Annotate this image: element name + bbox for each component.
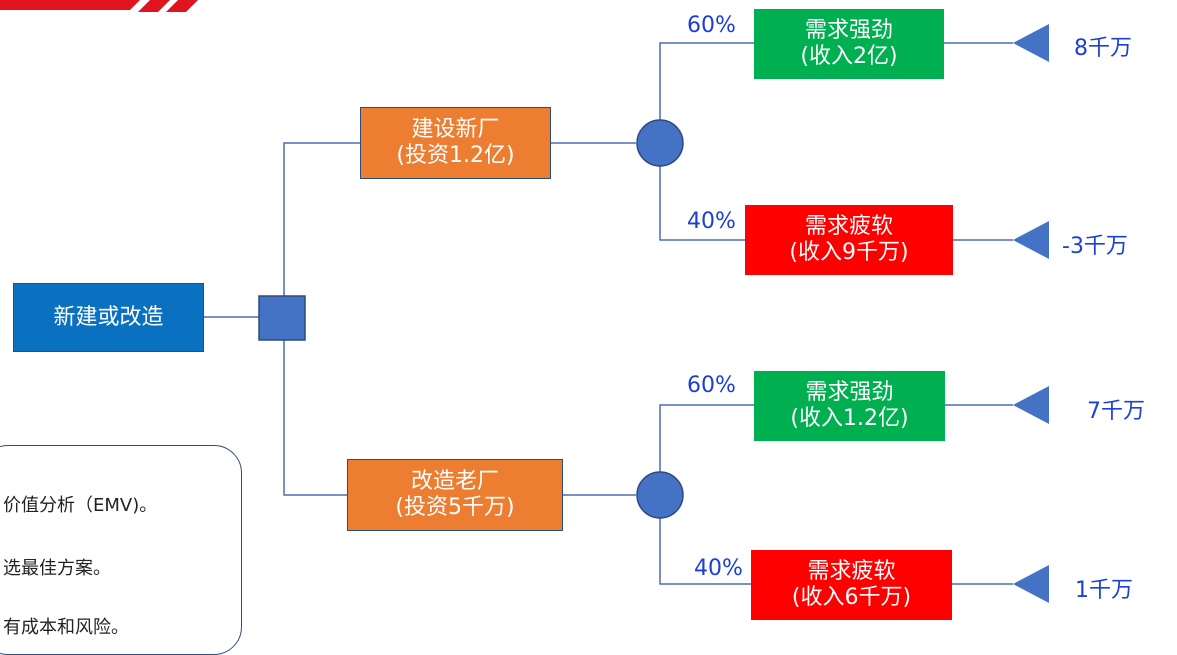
option-node-investment: (投资5千万)	[395, 495, 515, 520]
note-line: 有成本和风险。	[3, 617, 129, 638]
outcome-node-strong-demand: 需求强劲 (收入2亿)	[754, 9, 944, 79]
payoff-label: 1千万	[1075, 578, 1133, 603]
connector-lines	[204, 42, 1013, 585]
note-line: 选最佳方案。	[3, 558, 111, 579]
note-line: 价值分析（EMV)。	[3, 495, 158, 516]
decision-tree	[204, 24, 1049, 603]
end-node	[1013, 565, 1049, 603]
notes-panel: 价值分析（EMV)。 选最佳方案。 有成本和风险。	[0, 445, 242, 655]
probability-label: 40%	[694, 556, 743, 581]
probability-label: 60%	[687, 373, 736, 398]
payoff-label: 7千万	[1087, 399, 1145, 424]
chance-node	[636, 471, 684, 519]
outcome-node-revenue: (收入9千万)	[789, 240, 909, 265]
outcome-node-weak-demand: 需求疲软 (收入6千万)	[751, 550, 952, 620]
option-node-investment: (投资1.2亿)	[396, 143, 515, 168]
root-node-label: 新建或改造	[53, 304, 164, 330]
probability-label: 60%	[687, 13, 736, 38]
option-node-title: 建设新厂	[411, 117, 500, 142]
end-node	[1013, 386, 1049, 424]
outcome-node-revenue: (收入1.2亿)	[790, 406, 909, 431]
probability-label: 40%	[687, 209, 736, 234]
outcome-node-revenue: (收入2亿)	[800, 44, 898, 69]
chance-node	[636, 119, 684, 167]
end-node	[1013, 24, 1049, 62]
outcome-node-weak-demand: 需求疲软 (收入9千万)	[745, 205, 953, 275]
payoff-label: 8千万	[1074, 36, 1132, 61]
outcome-node-title: 需求强劲	[804, 18, 893, 43]
option-node-title: 改造老厂	[410, 469, 499, 494]
outcome-node-title: 需求疲软	[807, 559, 896, 584]
option-node-build-new: 建设新厂 (投资1.2亿)	[360, 107, 551, 179]
decision-node	[258, 295, 306, 341]
payoff-label: -3千万	[1062, 234, 1128, 259]
outcome-node-title: 需求强劲	[805, 380, 894, 405]
end-node	[1013, 221, 1049, 259]
outcome-node-revenue: (收入6千万)	[791, 585, 912, 610]
outcome-node-strong-demand: 需求强劲 (收入1.2亿)	[754, 371, 945, 441]
header-banner	[0, 0, 198, 12]
option-node-renovate: 改造老厂 (投资5千万)	[347, 459, 563, 531]
root-node: 新建或改造	[13, 283, 204, 352]
outcome-node-title: 需求疲软	[804, 214, 893, 239]
